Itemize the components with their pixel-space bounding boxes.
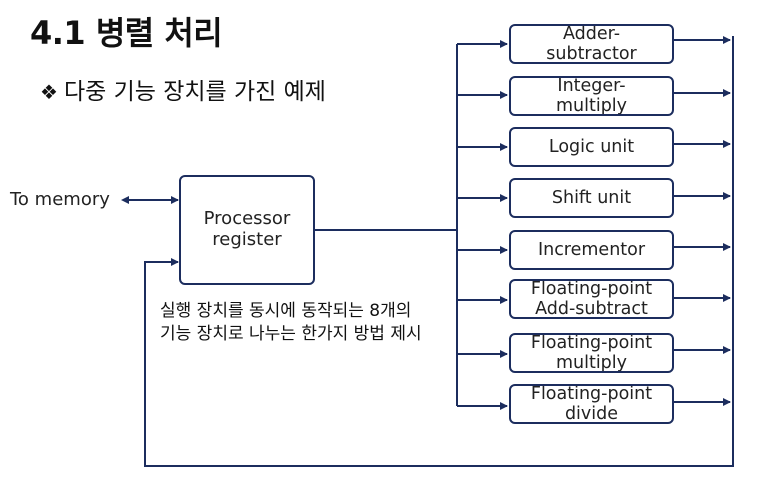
unit-label: Logic unit (548, 136, 635, 157)
unit-fp-multiply: Floating-point multiply (509, 333, 674, 373)
unit-fp-add-subtract: Floating-point Add-subtract (509, 279, 674, 319)
memory-label: To memory (10, 189, 110, 210)
unit-label: Shift unit (551, 187, 632, 208)
unit-label: Adder- subtractor (546, 24, 637, 64)
description: 실행 장치를 동시에 동작되는 8개의 기능 장치로 나누는 한가지 방법 제시 (160, 300, 422, 347)
description-line-1: 실행 장치를 동시에 동작되는 8개의 (160, 301, 412, 321)
unit-shift: Shift unit (509, 178, 674, 218)
unit-incrementor: Incrementor (509, 230, 674, 270)
unit-label: Floating-point divide (530, 384, 653, 424)
unit-label: Floating-point multiply (530, 333, 653, 373)
page-title: 4.1 병렬 처리 (30, 14, 223, 52)
unit-integer-multiply: Integer- multiply (509, 76, 674, 116)
diamond-bullet-icon: ❖ (40, 80, 58, 104)
unit-label: Floating-point Add-subtract (530, 279, 653, 319)
processor-register-label: Processor register (203, 208, 291, 250)
subtitle-text: 다중 기능 장치를 가진 예제 (63, 79, 326, 105)
unit-fp-divide: Floating-point divide (509, 384, 674, 424)
unit-logic: Logic unit (509, 127, 674, 167)
description-line-2: 기능 장치로 나누는 한가지 방법 제시 (160, 324, 422, 345)
unit-label: Integer- multiply (555, 76, 628, 116)
unit-label: Incrementor (537, 239, 646, 260)
unit-adder-subtractor: Adder- subtractor (509, 24, 674, 64)
return-bus (144, 36, 734, 467)
subtitle: ❖다중 기능 장치를 가진 예제 (40, 72, 326, 106)
processor-register-box: Processor register (179, 175, 315, 285)
